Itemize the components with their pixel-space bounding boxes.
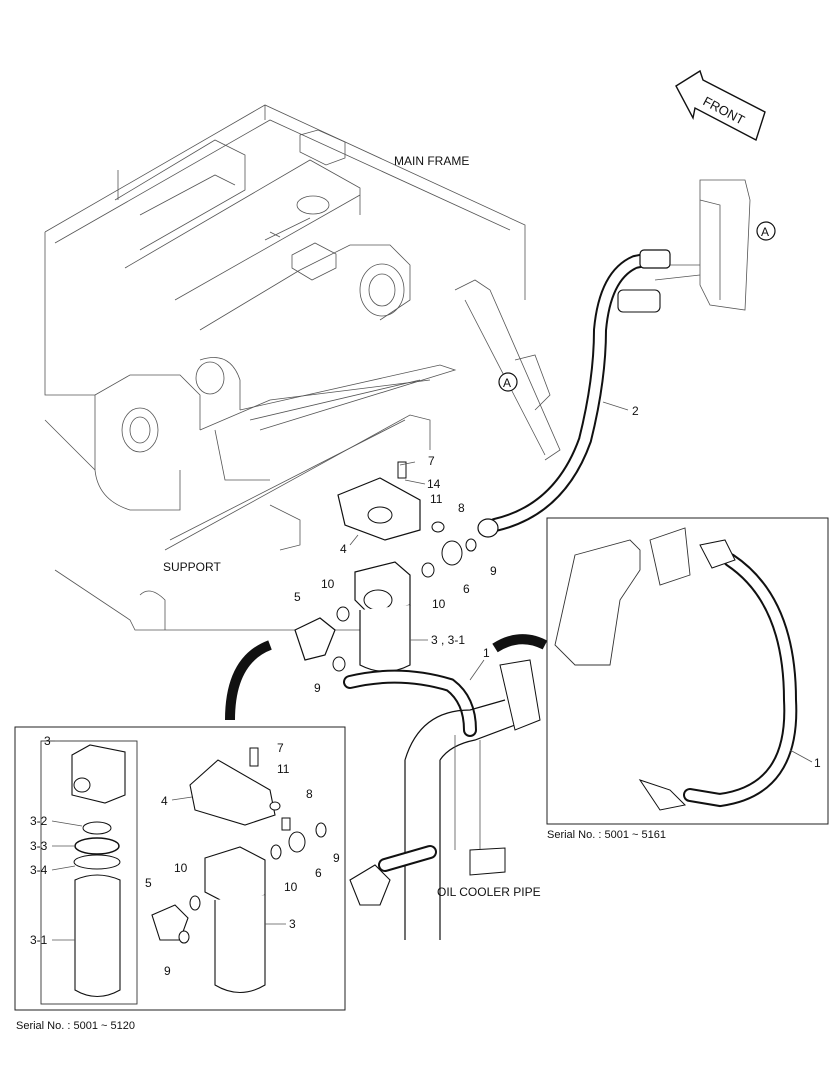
front-arrow: FRONT — [675, 69, 766, 142]
inset-left: 3 3-2 3-3 3-4 3-1 7 11 8 4 9 6 10 10 5 3… — [14, 726, 346, 1011]
callout-5: 5 — [294, 590, 301, 604]
serial-left: Serial No. : 5001 ~ 5120 — [16, 1020, 135, 1032]
detail-a-marker-left — [498, 372, 518, 392]
main-frame-drawing — [44, 104, 561, 631]
inset-left-callout-4: 4 — [161, 794, 168, 808]
detail-a-label-right: A — [761, 225, 769, 239]
callout-9b: 9 — [314, 681, 321, 695]
callout-10b: 10 — [432, 597, 446, 611]
inset-left-callout-3-1: 3-1 — [30, 933, 48, 947]
callout-8: 8 — [458, 501, 465, 515]
inset-left-callout-5: 5 — [145, 876, 152, 890]
inset-left-callout-3-2: 3-2 — [30, 814, 48, 828]
serial-right: Serial No. : 5001 ~ 5161 — [547, 829, 666, 841]
callout-4: 4 — [340, 542, 347, 556]
inset-left-callout-9a: 9 — [333, 851, 340, 865]
filter-assembly-main — [225, 461, 548, 721]
inset-left-callout-3-4: 3-4 — [30, 863, 48, 877]
callout-9a: 9 — [490, 564, 497, 578]
detail-a-marker-right — [756, 221, 776, 241]
inset-left-callout-3b: 3 — [289, 917, 296, 931]
inset-left-callout-11: 11 — [277, 762, 290, 776]
inset-left-callout-10a: 10 — [174, 861, 188, 875]
main-callouts: 7 14 11 8 4 9 6 10 10 5 3 , 3-1 9 1 2 — [294, 401, 639, 695]
callout-10a: 10 — [321, 577, 335, 591]
main-frame-label: MAIN FRAME — [394, 154, 469, 168]
oil-cooler-pipe — [343, 659, 541, 940]
callout-7: 7 — [428, 454, 435, 468]
inset-left-callout-9b: 9 — [164, 964, 171, 978]
callout-1: 1 — [483, 646, 490, 660]
inset-left-callout-3-3: 3-3 — [30, 839, 48, 853]
hose-2 — [477, 249, 671, 538]
callout-11: 11 — [430, 492, 443, 506]
bracket-a — [650, 179, 751, 311]
oil-cooler-pipe-label: OIL COOLER PIPE — [437, 885, 541, 899]
detail-a-label-left: A — [503, 376, 511, 390]
inset-right: 1 — [546, 517, 829, 825]
inset-left-callout-10b: 10 — [284, 880, 298, 894]
callout-6: 6 — [463, 582, 470, 596]
inset-left-callout-3: 3 — [44, 734, 51, 748]
inset-left-callout-8: 8 — [306, 787, 313, 801]
inset-right-callout-1: 1 — [814, 756, 821, 770]
callout-14: 14 — [427, 477, 441, 491]
inset-left-callout-6: 6 — [315, 866, 322, 880]
callout-2: 2 — [632, 404, 639, 418]
callout-3: 3 , 3-1 — [431, 633, 465, 647]
support-label: SUPPORT — [163, 560, 221, 574]
inset-left-callout-7: 7 — [277, 741, 284, 755]
